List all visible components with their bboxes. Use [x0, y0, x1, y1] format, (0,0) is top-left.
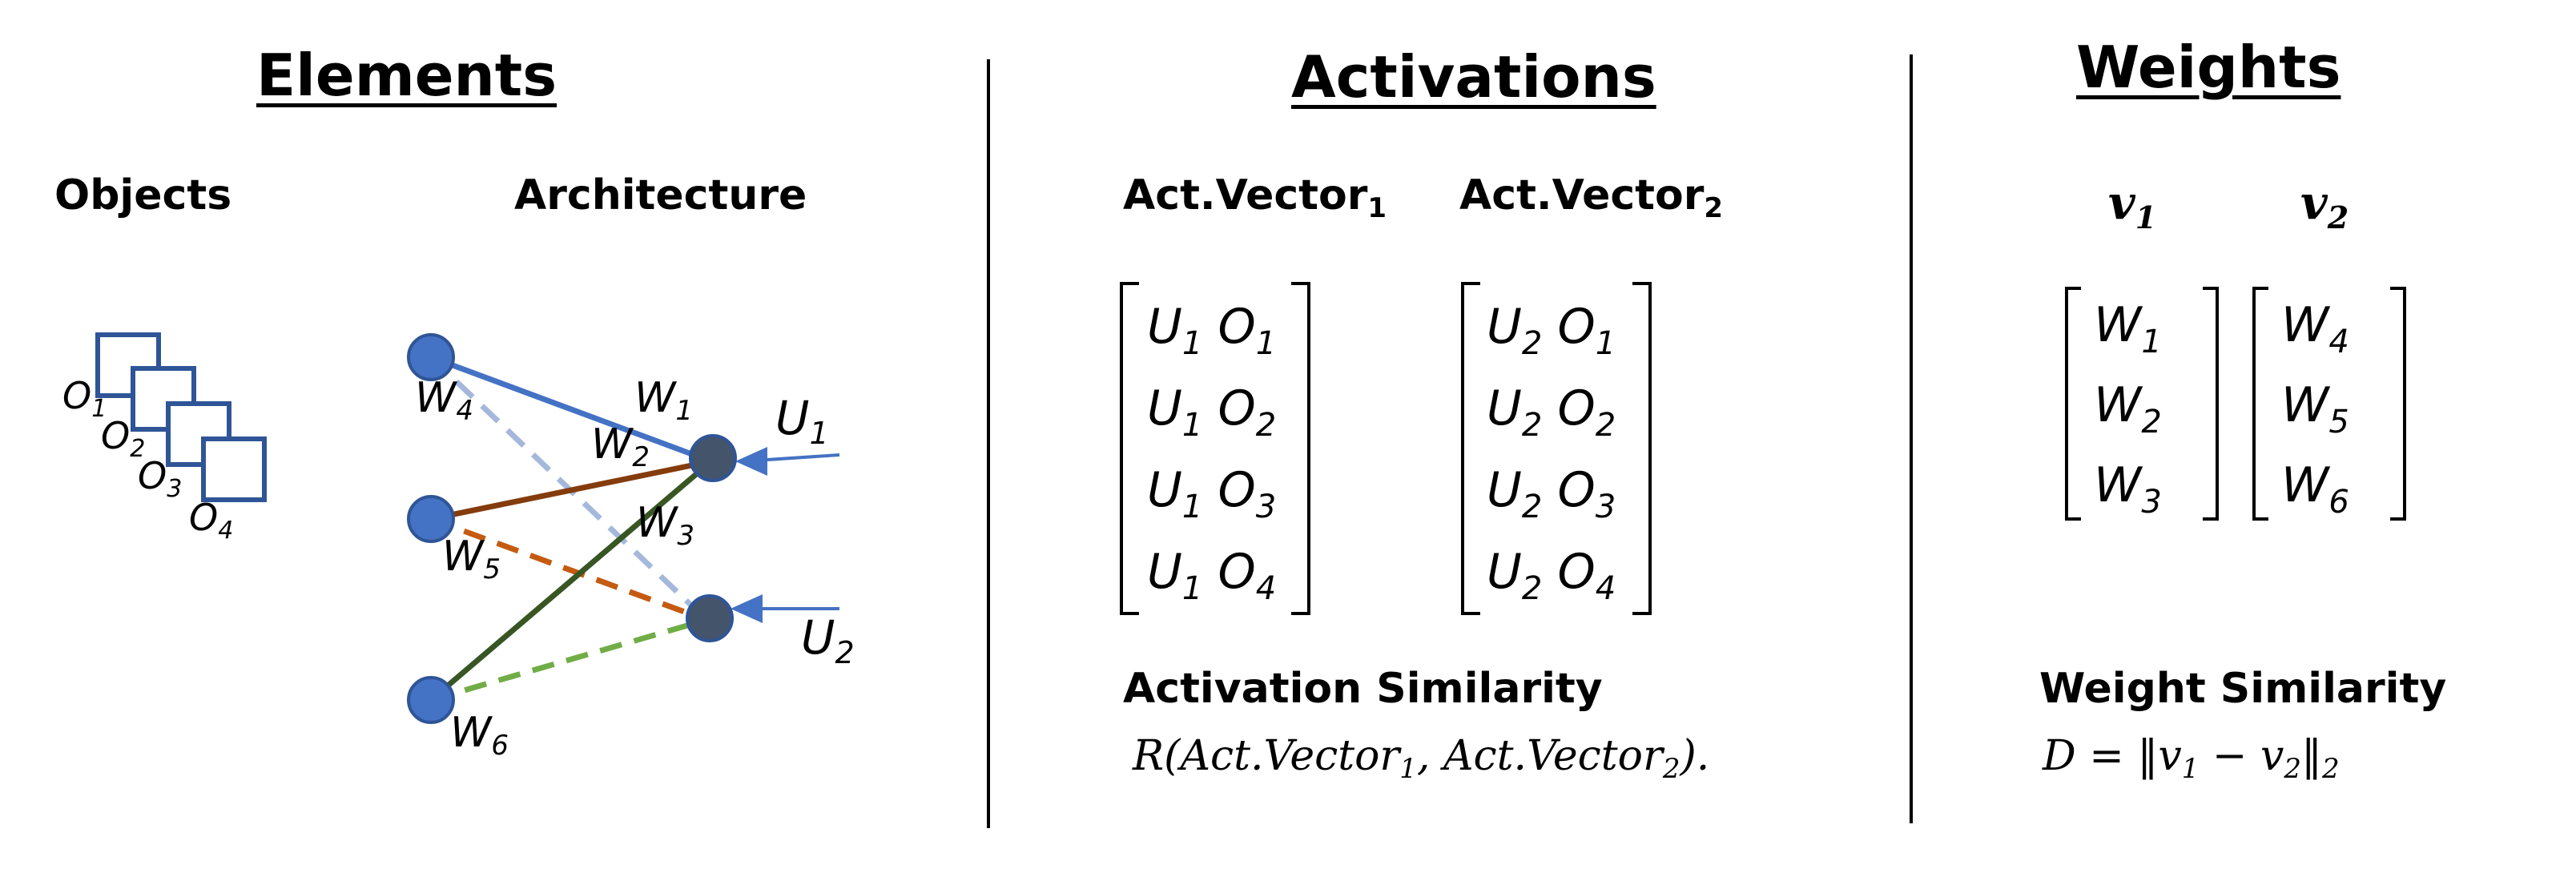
activation-similarity-label: Activation Similarity — [1123, 665, 1603, 713]
act-vector-2-row-1: U2 O1 — [1487, 299, 1616, 362]
weights-title: Weights — [2076, 34, 2341, 101]
act-vector-1-brackets — [1120, 282, 1310, 615]
objects-label: Objects — [54, 171, 232, 219]
act-vector-1-row-3: U1 O3 — [1147, 462, 1277, 525]
edge-w1 — [429, 354, 713, 465]
weight-similarity-formula: D = ‖v1 − v2‖2 — [2043, 732, 2340, 785]
section-divider-2 — [1910, 54, 1913, 823]
input-node-3 — [407, 676, 455, 724]
weight-label-w4: W4 — [415, 374, 473, 427]
output-node-u2 — [686, 594, 734, 642]
act-vector-1-row-4: U1 O4 — [1147, 544, 1277, 607]
v2-brackets — [2252, 287, 2406, 521]
edge-w6 — [430, 617, 707, 703]
object-label-3: O3 — [138, 454, 182, 503]
input-node-1 — [407, 333, 455, 381]
objects-diagram: O1 O2 O3 O4 — [62, 332, 267, 545]
object-box-1 — [95, 332, 161, 398]
architecture-label: Architecture — [514, 171, 807, 219]
edge-w5 — [429, 516, 708, 623]
object-label-4: O4 — [189, 496, 233, 545]
activation-similarity-formula: R(Act.Vector1, Act.Vector2). — [1133, 732, 1710, 785]
object-label-1: O1 — [62, 374, 107, 423]
v2-row-1: W4 — [2281, 297, 2349, 360]
architecture-diagram: W4 W1 W2 W3 W5 W6 U1 U2 — [407, 333, 855, 762]
activations-title: Activations — [1291, 43, 1656, 111]
act-vector-2-brackets — [1461, 282, 1652, 615]
v1-brackets — [2065, 287, 2219, 521]
unit-label-u2: U2 — [801, 610, 855, 670]
output-node-u1 — [689, 434, 737, 482]
act-vector-1-label: Act.Vector1 — [1123, 171, 1387, 224]
act-vector-2-row-4: U2 O4 — [1487, 544, 1616, 607]
v2-row-3: W6 — [2281, 457, 2349, 521]
v1-row-1: W1 — [2094, 297, 2162, 360]
weight-label-w2: W2 — [591, 420, 650, 473]
edge-w3 — [429, 459, 714, 702]
elements-title: Elements — [256, 42, 557, 109]
edge-w2 — [430, 458, 712, 522]
object-box-4 — [201, 436, 267, 502]
arrow-head-u1 — [735, 447, 767, 476]
weight-label-w6: W6 — [450, 709, 509, 762]
unit-label-u1: U1 — [775, 391, 829, 451]
act-vector-2-row-3: U2 O3 — [1487, 462, 1616, 525]
object-box-2 — [131, 366, 196, 432]
v1-row-2: W2 — [2094, 377, 2162, 440]
act-vector-1-row-1: U1 O1 — [1147, 299, 1277, 362]
weight-label-w3: W3 — [636, 499, 694, 552]
act-vector-2-row-2: U2 O2 — [1487, 380, 1616, 444]
v1-row-3: W3 — [2094, 457, 2162, 521]
arrow-head-u2 — [731, 594, 763, 623]
v1-label: v1 — [2108, 175, 2157, 235]
v2-row-2: W5 — [2281, 377, 2349, 440]
weight-similarity-label: Weight Similarity — [2039, 665, 2447, 713]
weight-label-w1: W1 — [634, 374, 693, 427]
input-node-2 — [407, 495, 455, 543]
v2-label: v2 — [2300, 175, 2349, 235]
act-vector-2-label: Act.Vector2 — [1459, 171, 1724, 224]
weight-label-w5: W5 — [442, 533, 501, 585]
object-label-2: O2 — [101, 414, 145, 463]
act-vector-1-row-2: U1 O2 — [1147, 380, 1277, 444]
section-divider-1 — [987, 59, 990, 828]
